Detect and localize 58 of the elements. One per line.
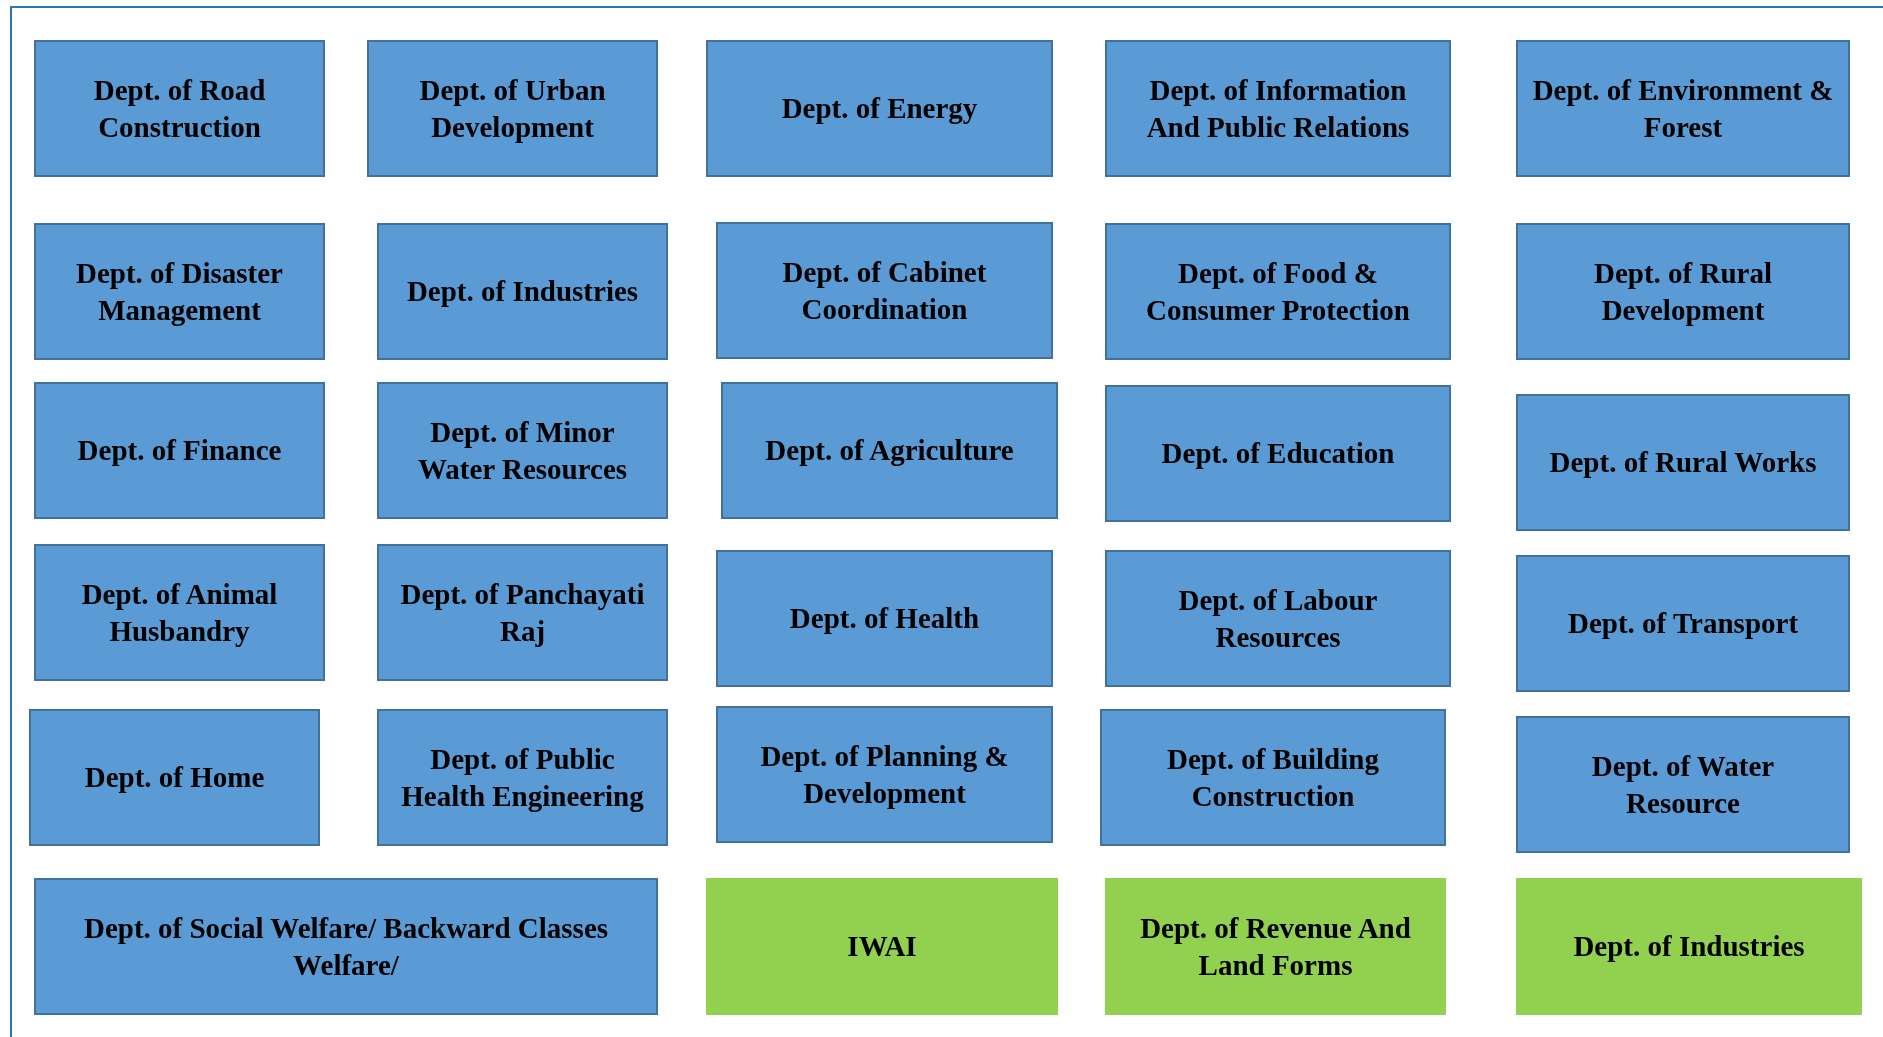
department-box [1516, 40, 1850, 177]
department-box [34, 40, 325, 177]
department-box [1105, 40, 1451, 177]
department-name: IWAI [847, 929, 917, 964]
department-name: Dept. of Rural Development [1593, 255, 1773, 328]
department-box [367, 40, 658, 177]
department-name: Dept. of Energy [781, 91, 978, 126]
department-box [1516, 555, 1850, 692]
department-name: Dept. of Agriculture [765, 433, 1014, 468]
department-box [1516, 394, 1850, 531]
department-name: Dept. of Health [789, 601, 980, 636]
department-name: Dept. of Industries [1573, 929, 1805, 964]
department-name: Dept. of Animal Husbandry [80, 576, 279, 649]
department-box [34, 878, 658, 1015]
department-name: Dept. of Information And Public Relations [1145, 72, 1411, 145]
department-box [716, 222, 1053, 359]
department-box [1516, 223, 1850, 360]
department-name: Dept. of Environment & Forest [1532, 72, 1834, 145]
department-box [377, 382, 668, 519]
department-box [377, 223, 668, 360]
department-name: Dept. of Panchayati Raj [399, 576, 646, 649]
department-name: Dept. of Home [84, 760, 265, 795]
department-name: Dept. of Labour Resources [1177, 582, 1379, 655]
department-name: Dept. of Education [1161, 436, 1395, 471]
department-box [1105, 223, 1451, 360]
department-name: Dept. of Planning & Development [759, 738, 1010, 811]
department-name: Dept. of Water Resource [1590, 748, 1776, 821]
highlighted-department-box [1105, 878, 1446, 1015]
department-name: Dept. of Rural Works [1549, 445, 1817, 480]
highlighted-department-box [1516, 878, 1862, 1015]
department-box [34, 223, 325, 360]
department-name: Dept. of Disaster Management [75, 255, 284, 328]
department-name: Dept. of Transport [1567, 606, 1799, 641]
highlighted-department-box [706, 878, 1058, 1015]
department-name: Dept. of Building Construction [1166, 741, 1380, 814]
department-box [721, 382, 1058, 519]
department-box [716, 706, 1053, 843]
department-name: Dept. of Revenue And Land Forms [1139, 910, 1412, 983]
department-box [29, 709, 320, 846]
department-name: Dept. of Road Construction [92, 72, 267, 145]
department-name: Dept. of Cabinet Coordination [781, 254, 988, 327]
department-name: Dept. of Social Welfare/ Backward Classes Welfare/ [82, 910, 610, 983]
department-name: Dept. of Finance [77, 433, 282, 468]
department-box [377, 544, 668, 681]
department-name: Dept. of Minor Water Resources [416, 414, 629, 487]
department-name: Dept. of Industries [406, 274, 639, 309]
department-box [716, 550, 1053, 687]
department-box [34, 382, 325, 519]
department-name: Dept. of Public Health Engineering [400, 741, 645, 814]
department-name: Dept. of Food & Consumer Protection [1145, 255, 1411, 328]
department-box [1100, 709, 1446, 846]
department-name: Dept. of Urban Development [418, 72, 607, 145]
department-box [377, 709, 668, 846]
department-box [34, 544, 325, 681]
department-box [1516, 716, 1850, 853]
department-box [1105, 385, 1451, 522]
department-box [1105, 550, 1451, 687]
department-box [706, 40, 1053, 177]
